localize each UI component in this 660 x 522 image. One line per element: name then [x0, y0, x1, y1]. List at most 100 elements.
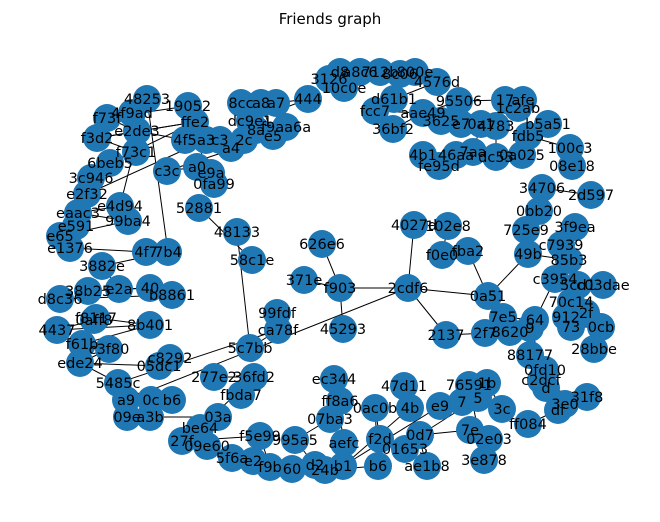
node-label: 0a51 [470, 289, 507, 305]
node-label: ffe2 [181, 115, 209, 131]
graph-node [512, 216, 540, 244]
node-label: 52881 [176, 201, 222, 217]
graph-node [153, 157, 181, 185]
node-label: 995a5 [272, 433, 318, 449]
node-label: 60 [283, 462, 301, 478]
graph-edge [125, 287, 409, 401]
node-label: 7b4 [154, 245, 182, 261]
node-label: f903 [324, 281, 357, 297]
node-label: c3f80 [89, 342, 130, 358]
graph-node [471, 319, 499, 347]
node-label: e2a [105, 282, 132, 298]
graph-node [122, 138, 150, 166]
node-label: 76591 [446, 378, 492, 394]
graph-node [361, 97, 389, 125]
node-label: 100c3 [548, 141, 593, 157]
graph-node [66, 349, 94, 377]
node-label: b6 [163, 393, 181, 409]
node-label: dc53 [478, 150, 514, 166]
node-label: 0cb [588, 320, 614, 336]
graph-node [401, 58, 429, 86]
graph-node [589, 271, 617, 299]
graph-node [406, 421, 434, 449]
node-label: 2f [579, 306, 594, 322]
node-label: a9 [117, 393, 135, 409]
graph-node [577, 181, 605, 209]
graph-node [459, 138, 487, 166]
node-label: 800e [397, 65, 434, 81]
node-label: ca78f [258, 323, 299, 339]
node-label: fdb5 [512, 129, 545, 145]
graph-node [227, 381, 255, 409]
graph-node [541, 265, 569, 293]
node-label: 3126 [311, 72, 348, 88]
graph-node [394, 274, 422, 302]
graph-node [432, 321, 460, 349]
node-label: 0aff8 [75, 313, 112, 329]
node-label: 4b [401, 401, 419, 417]
label-layer: 312610c0ed8a8c6712b8c06800e4576dd61b1fcc… [38, 65, 630, 479]
graph-node [145, 352, 173, 380]
node-label: 5f6a [216, 451, 248, 467]
node-label: 0ac0b [353, 401, 398, 417]
node-label: b5a51 [525, 117, 571, 133]
node-label: 4437 [39, 323, 76, 339]
graph-node [113, 403, 141, 431]
graph-node [256, 453, 284, 481]
node-label: ec344 [312, 372, 357, 388]
graph-node [508, 141, 536, 169]
graph-node [587, 313, 615, 341]
graph-node [488, 395, 516, 423]
node-label: d8c36 [38, 292, 83, 308]
graph-node [83, 124, 111, 152]
node-label: 3625 [423, 114, 460, 130]
node-label: be64 [182, 421, 219, 437]
node-label: 7e5 [489, 310, 516, 326]
graph-node [308, 230, 336, 258]
node-label: 28bbe [571, 342, 617, 358]
node-label: f73c1 [116, 145, 157, 161]
graph-node [259, 122, 287, 150]
graph-node [379, 115, 407, 143]
node-label: 9 [525, 321, 534, 337]
node-label: dc9e1 [228, 114, 273, 130]
graph-node [346, 58, 374, 86]
node-label: 0bb20 [516, 204, 562, 220]
node-label: f0e0 [426, 248, 458, 264]
node-label: 70c14 [549, 295, 594, 311]
node-label: a8c6 [342, 65, 377, 81]
node-label: 0a1 [467, 117, 494, 133]
node-label: 4f7 [134, 245, 158, 261]
graph-node [246, 422, 274, 450]
graph-node [171, 126, 199, 154]
node-label: 38b25 [65, 284, 111, 300]
node-label: b8861 [149, 288, 195, 304]
node-label: ff084 [509, 417, 547, 433]
node-label: c2dcf [521, 373, 561, 389]
node-label: 17 [496, 93, 514, 109]
node-label: 1c2ab [496, 101, 541, 117]
graph-node [326, 387, 354, 415]
node-label: e5 [264, 129, 282, 145]
graph-title: Friends graph [279, 10, 382, 28]
node-label: 3c [493, 402, 510, 418]
graph-node [132, 238, 160, 266]
graph-node [366, 425, 394, 453]
node-label: 46aa [438, 148, 474, 164]
graph-node [514, 240, 542, 268]
node-label: 45293 [320, 322, 366, 338]
node-label: 0fd10 [524, 363, 566, 379]
node-label: 47d11 [381, 379, 427, 395]
graph-node [88, 252, 116, 280]
graph-node [423, 68, 451, 96]
graph-node [390, 372, 418, 400]
node-label: 08e18 [549, 159, 595, 175]
node-label: e1376 [47, 241, 93, 257]
graph-node [200, 363, 228, 391]
node-label: ff8a6 [321, 394, 358, 410]
node-label: f9aa6a [261, 120, 311, 136]
graph-node [514, 410, 542, 438]
node-label: fba2 [452, 244, 484, 260]
graph-edge [236, 231, 251, 349]
